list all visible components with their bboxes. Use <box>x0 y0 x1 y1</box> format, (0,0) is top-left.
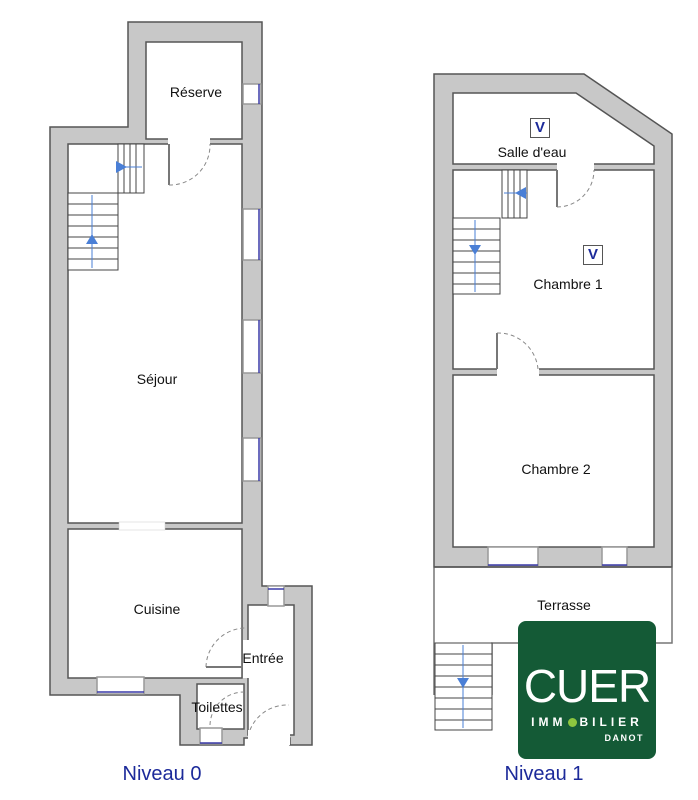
windows-level-1 <box>487 546 628 567</box>
level-0-plan <box>49 21 313 746</box>
label-reserve: Réserve <box>169 84 223 100</box>
room-reserve <box>145 41 243 140</box>
stairs-level-0 <box>67 143 145 271</box>
level-0-title: Niveau 0 <box>122 763 202 785</box>
logo-brand: CUER <box>523 660 651 712</box>
level-1-title: Niveau 1 <box>504 763 584 785</box>
ventilation-marker-chambre-1: V <box>583 245 603 265</box>
label-chambre-1: Chambre 1 <box>533 276 603 292</box>
level-1-plan <box>433 73 673 731</box>
ventilation-marker-salle-d-eau: V <box>530 118 550 138</box>
label-sejour: Séjour <box>136 371 178 387</box>
label-entree: Entrée <box>242 650 284 666</box>
label-chambre-2: Chambre 2 <box>521 461 591 477</box>
logo-city: DANOT <box>604 733 644 743</box>
room-entree <box>247 604 295 736</box>
label-cuisine: Cuisine <box>133 601 181 617</box>
label-salle-d-eau: Salle d'eau <box>497 144 567 160</box>
logo-sub-left: IMM <box>531 715 567 729</box>
logo-subtitle: IMM BILIER <box>518 715 656 729</box>
logo-dot-icon <box>568 718 578 728</box>
stairs-terrasse <box>434 642 493 731</box>
label-toilettes: Toilettes <box>191 699 243 715</box>
windows-level-0 <box>96 83 285 745</box>
stairs-level-1 <box>452 169 528 295</box>
logo-sub-right: BILIER <box>579 715 643 729</box>
agency-logo: CUER IMM BILIER DANOT <box>518 621 656 759</box>
label-terrasse: Terrasse <box>537 597 591 613</box>
room-salle-d-eau <box>452 92 655 165</box>
room-chambre-2 <box>452 374 655 548</box>
room-cuisine <box>67 528 243 679</box>
